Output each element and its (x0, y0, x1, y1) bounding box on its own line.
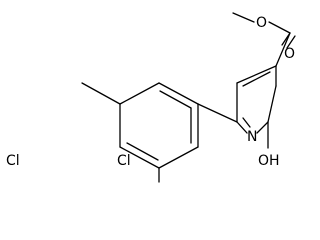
biaryl-bond (197, 103, 238, 123)
ester-o-to-carbonyl-carbon-bond (268, 21, 291, 34)
phenyl-bond-5 (158, 146, 199, 169)
methyl-bond (232, 12, 255, 23)
pyridine-inner-double-bond-2 (242, 117, 251, 128)
phenyl-inner-double-bond-a (159, 90, 192, 109)
carbonyl-carbon-to-ring-bond (275, 32, 291, 67)
phenyl-bond-1 (158, 82, 199, 105)
phenyl-inner-double-bond-b (126, 142, 159, 161)
chloro-para-bond (81, 82, 121, 105)
chloro-para-label: Cl (6, 153, 20, 169)
phenyl-bond-4 (119, 146, 160, 169)
pyridine-bond-c4-c3 (236, 65, 277, 84)
hydroxyl-label: OH (258, 153, 280, 169)
molecule-structure-diagram: O O N OH Cl Cl (6, 12, 296, 183)
ring-nitrogen-label: N (247, 129, 257, 145)
structure-canvas: O O N OH Cl Cl (6, 12, 296, 183)
pyridine-bond-n-c6 (256, 121, 269, 134)
phenyl-bond-2 (119, 82, 160, 105)
carbonyl-double-bond-inner (286, 35, 296, 49)
pyridine-bond-c6-c5 (267, 85, 277, 123)
pyridine-inner-double-bond (242, 71, 271, 87)
chloro-ortho-label: Cl (117, 153, 131, 169)
carbonyl-oxygen-label: O (284, 46, 295, 62)
pyridine-bond-c2-n (236, 121, 248, 134)
methyl-oxygen-label: O (256, 15, 267, 31)
